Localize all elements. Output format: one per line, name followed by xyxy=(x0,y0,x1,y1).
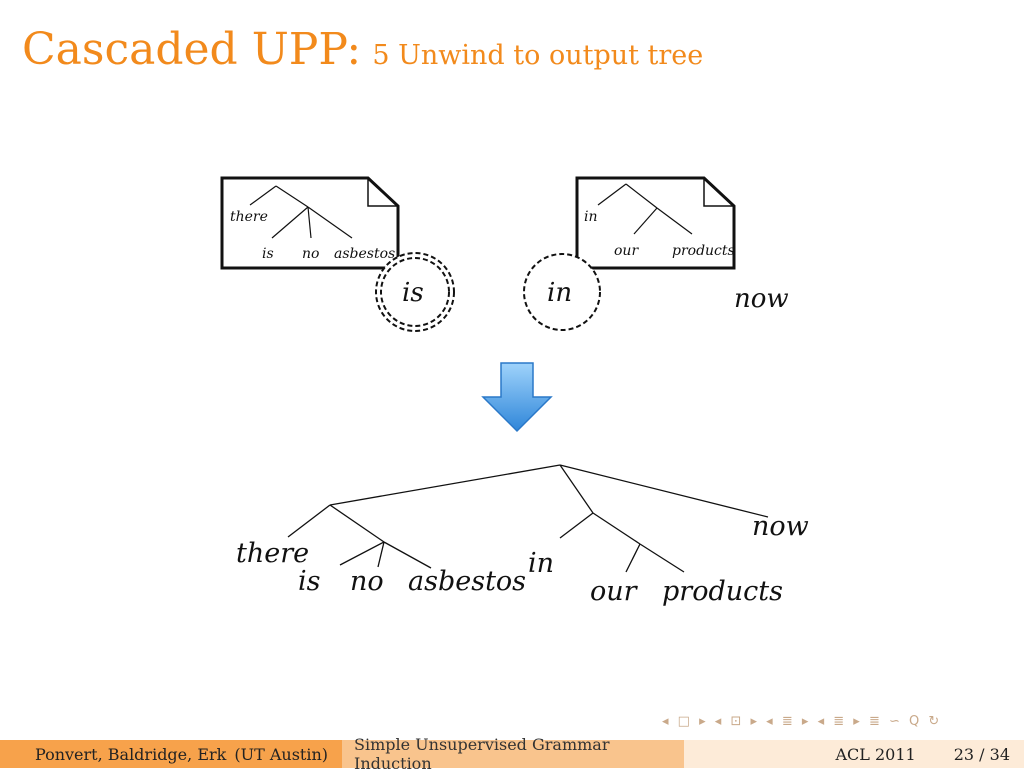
pseudo-word-in-label: in xyxy=(547,278,572,308)
nav-next-subsection-icon[interactable]: ▸ xyxy=(801,714,809,729)
nav-next-section-icon[interactable]: ▸ xyxy=(853,714,860,729)
chunk-left-word-no: no xyxy=(302,246,319,262)
chunk-left-word-asbestos: asbestos xyxy=(334,246,395,262)
slide-title: Cascaded UPP: 5 Unwind to output tree xyxy=(22,24,703,75)
footer-affiliation: (UT Austin) xyxy=(234,744,328,764)
chunk-right-tree xyxy=(597,183,693,235)
nav-forward-icon[interactable]: ↻ xyxy=(928,714,940,729)
footer-page-number: 23 / 34 xyxy=(953,744,1010,764)
nav-frame-icon[interactable]: ⊡ xyxy=(730,714,742,729)
nav-section-icon[interactable]: ≣ xyxy=(833,714,845,729)
nav-prev-section-icon[interactable]: ◂ xyxy=(817,714,825,729)
chunk-card-right-outline xyxy=(575,176,736,270)
footer-venue: ACL 2011 xyxy=(835,744,916,764)
footer-talk-title: Simple Unsupervised Grammar Induction xyxy=(354,735,610,773)
nav-prev-subsection-icon[interactable]: ◂ xyxy=(766,714,773,729)
output-word-our: our xyxy=(590,576,639,607)
footer-authors: Ponvert, Baldridge, Erk xyxy=(34,744,227,764)
chunk-left-word-there: there xyxy=(230,209,268,225)
pseudo-word-is-label: is xyxy=(402,278,424,308)
output-word-no: no xyxy=(350,566,384,597)
nav-subsection-icon[interactable]: ≣ xyxy=(781,714,793,729)
pseudo-word-is: is xyxy=(375,252,455,332)
nav-prev-frame-icon[interactable]: ◂ xyxy=(714,714,722,729)
chunk-card-left: there is no asbestos xyxy=(220,176,400,270)
pseudo-word-is-outer-ring xyxy=(375,252,455,332)
footer-venue-segment: ACL 2011 23 / 34 xyxy=(684,740,1024,768)
chunk-card-left-fold xyxy=(367,178,398,207)
chunk-left-word-is: is xyxy=(262,246,274,262)
output-word-is: is xyxy=(298,566,321,597)
output-tree-branches xyxy=(287,464,769,573)
footer-title-segment: Simple Unsupervised Grammar Induction xyxy=(342,735,684,773)
nav-slide-icon[interactable]: □ xyxy=(677,714,690,729)
nav-prev-slide-icon[interactable]: ◂ xyxy=(662,714,669,729)
output-word-in: in xyxy=(528,548,554,579)
slide-title-main: Cascaded UPP: xyxy=(22,24,362,75)
chunk-right-word-in: in xyxy=(584,209,598,225)
chunk-right-word-products: products xyxy=(672,243,735,259)
output-word-there: there xyxy=(236,538,309,569)
pseudo-word-is-inner-ring xyxy=(380,257,450,327)
nav-next-frame-icon[interactable]: ▸ xyxy=(750,714,758,729)
nav-back-icon[interactable]: ∽ xyxy=(889,714,900,729)
nav-next-slide-icon[interactable]: ▸ xyxy=(699,714,706,729)
slide-title-sub: 5 Unwind to output tree xyxy=(372,40,704,71)
footer-authors-segment: Ponvert, Baldridge, Erk (UT Austin) xyxy=(0,740,342,768)
chunk-left-tree xyxy=(249,185,353,239)
nav-search-icon[interactable]: Q xyxy=(909,714,920,729)
cascade-diagram: there is no asbestos in our products is … xyxy=(220,176,809,607)
pseudo-word-in-ring xyxy=(523,253,601,331)
output-word-products: products xyxy=(662,576,783,607)
pseudo-word-in: in xyxy=(523,253,601,331)
footer-bar: Ponvert, Baldridge, Erk (UT Austin) Simp… xyxy=(0,735,1024,773)
output-word-asbestos: asbestos xyxy=(408,566,526,597)
chunk-card-right: in our products xyxy=(575,176,736,270)
nav-toc-icon[interactable]: ≣ xyxy=(868,714,880,729)
down-arrow-icon xyxy=(481,362,553,433)
pseudo-word-now-label: now xyxy=(734,284,789,314)
chunk-right-word-our: our xyxy=(614,243,639,259)
output-word-now: now xyxy=(752,511,809,542)
slide-navigation: ◂ □ ▸ ◂ ⊡ ▸ ◂ ≣ ▸ ◂ ≣ ▸ ≣ ∽ Q ↻ xyxy=(662,714,1022,738)
chunk-card-right-fold xyxy=(703,178,734,207)
